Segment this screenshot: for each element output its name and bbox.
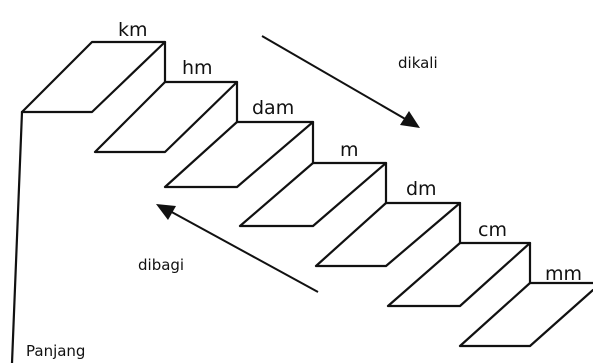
staircase-side-wall bbox=[10, 110, 24, 363]
step-cm-tread bbox=[386, 241, 532, 308]
caption-panjang: Panjang bbox=[26, 342, 85, 360]
step-label-mm: mm bbox=[545, 263, 582, 285]
divide-label: dibagi bbox=[138, 256, 184, 274]
multiply-arrowhead-icon bbox=[400, 111, 420, 128]
step-label-m: m bbox=[340, 139, 359, 161]
step-m-tread bbox=[238, 161, 388, 228]
multiply-label: dikali bbox=[398, 54, 438, 72]
staircase-outline bbox=[20, 40, 593, 285]
step-label-dam: dam bbox=[252, 97, 294, 119]
step-label-hm: hm bbox=[182, 57, 213, 79]
step-hm-tread bbox=[93, 80, 239, 154]
step-label-km: km bbox=[118, 19, 148, 41]
step-label-dm: dm bbox=[406, 178, 437, 200]
step-km-tread bbox=[20, 40, 167, 114]
divide-arrowhead-icon bbox=[156, 204, 176, 220]
step-label-cm: cm bbox=[478, 219, 507, 241]
step-dam-tread bbox=[163, 120, 315, 189]
step-dm-tread bbox=[314, 201, 462, 268]
multiply-arrow bbox=[261, 35, 408, 121]
step-mm-tread bbox=[458, 281, 593, 348]
divide-arrow bbox=[167, 209, 319, 293]
